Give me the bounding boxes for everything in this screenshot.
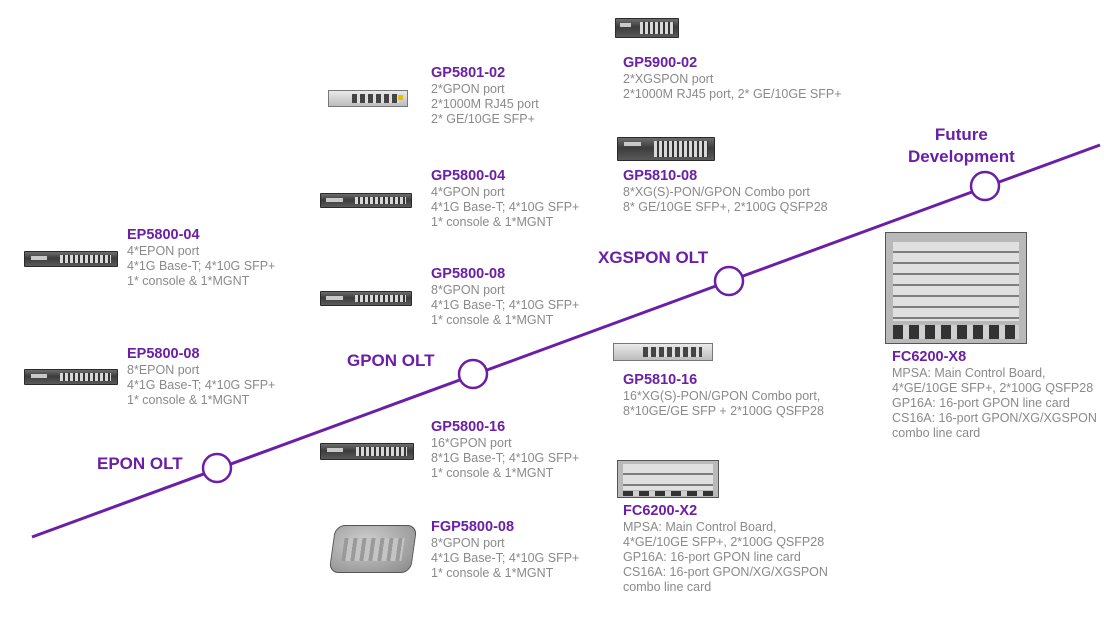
device-image-gp5801-02	[328, 90, 408, 107]
product-spec: 8* GE/10GE SFP+, 2*100G QSFP28	[623, 200, 828, 214]
product-spec: 8*XG(S)-PON/GPON Combo port	[623, 185, 810, 199]
product-spec: 1* console & 1*MGNT	[431, 313, 554, 327]
product-gp5810-08: GP5810-08 8*XG(S)-PON/GPON Combo port 8*…	[623, 168, 828, 215]
product-gp5800-04: GP5800-04 4*GPON port 4*1G Base-T; 4*10G…	[431, 168, 579, 230]
product-gp5900-02: GP5900-02 2*XGSPON port 2*1000M RJ45 por…	[623, 55, 842, 102]
product-spec: 16*XG(S)-PON/GPON Combo port,	[623, 389, 821, 403]
product-name: GP5800-04	[431, 168, 506, 184]
device-image-gp5810-08	[617, 137, 715, 161]
product-name: GP5800-08	[431, 266, 506, 282]
device-image-fc6200-x8	[885, 232, 1027, 344]
product-spec: 2*1000M RJ45 port	[431, 97, 539, 111]
milestone-epon	[201, 452, 233, 484]
stage-label-gpon: GPON OLT	[347, 351, 435, 370]
product-spec: 4*GE/10GE SFP+, 2*100G QSFP28	[892, 381, 1094, 395]
product-spec: 4*1G Base-T; 4*10G SFP+	[431, 200, 580, 214]
product-spec: 4*1G Base-T; 4*10G SFP+	[127, 259, 276, 273]
product-spec: 4*1G Base-T; 4*10G SFP+	[127, 378, 276, 392]
product-spec: 8*GPON port	[431, 283, 505, 297]
product-name: EP5800-04	[127, 227, 200, 243]
product-name: GP5801-02	[431, 65, 506, 81]
product-spec: 8*GPON port	[431, 536, 505, 550]
product-spec: 8*1G Base-T; 4*10G SFP+	[431, 451, 580, 465]
product-name: FC6200-X2	[623, 503, 698, 519]
device-image-gp5800-04	[320, 193, 412, 208]
product-spec: 1* console & 1*MGNT	[127, 393, 250, 407]
stage-label-xgspon: XGSPON OLT	[598, 248, 709, 267]
device-image-ep5800-04	[24, 251, 118, 267]
product-name: GP5810-16	[623, 372, 698, 388]
product-spec: 4*GPON port	[431, 185, 505, 199]
device-image-ep5800-08	[24, 369, 118, 385]
product-spec: 1* console & 1*MGNT	[431, 466, 554, 480]
product-spec: 16*GPON port	[431, 436, 512, 450]
product-fgp5800-08: FGP5800-08 8*GPON port 4*1G Base-T; 4*10…	[431, 519, 579, 581]
device-image-gp5800-16	[320, 443, 414, 460]
device-image-gp5810-16	[613, 343, 713, 361]
product-spec: 2*1000M RJ45 port, 2* GE/10GE SFP+	[623, 87, 842, 101]
product-spec: GP16A: 16-port GPON line card	[892, 396, 1070, 410]
product-spec: 4*GE/10GE SFP+, 2*100G QSFP28	[623, 535, 825, 549]
product-name: FC6200-X8	[892, 349, 967, 365]
stage-label-epon: EPON OLT	[97, 454, 183, 473]
product-spec: combo line card	[623, 580, 712, 594]
product-name: GP5800-16	[431, 419, 506, 435]
milestone-xgspon	[713, 265, 745, 297]
product-spec: CS16A: 16-port GPON/XG/XGSPON	[623, 565, 828, 579]
product-spec: CS16A: 16-port GPON/XG/XGSPON	[892, 411, 1097, 425]
product-gp5800-16: GP5800-16 16*GPON port 8*1G Base-T; 4*10…	[431, 419, 579, 481]
milestone-future	[969, 170, 1001, 202]
product-spec: 8*EPON port	[127, 363, 200, 377]
device-image-gp5800-08	[320, 291, 412, 306]
milestone-gpon	[457, 358, 489, 390]
device-image-fc6200-x2	[617, 460, 719, 498]
product-spec: MPSA: Main Control Board,	[623, 520, 777, 534]
device-image-fgp5800-08	[328, 525, 418, 573]
product-spec: 2* GE/10GE SFP+	[431, 112, 535, 126]
product-spec: combo line card	[892, 426, 981, 440]
product-name: GP5900-02	[623, 55, 698, 71]
product-spec: 4*1G Base-T; 4*10G SFP+	[431, 298, 580, 312]
product-spec: 4*EPON port	[127, 244, 200, 258]
product-spec: 1* console & 1*MGNT	[431, 215, 554, 229]
product-spec: 4*1G Base-T; 4*10G SFP+	[431, 551, 580, 565]
product-spec: 1* console & 1*MGNT	[431, 566, 554, 580]
product-spec: 8*10GE/GE SFP + 2*100G QSFP28	[623, 404, 824, 418]
product-spec: 2*XGSPON port	[623, 72, 714, 86]
product-spec: GP16A: 16-port GPON line card	[623, 550, 801, 564]
device-image-gp5900-02	[615, 18, 679, 38]
product-name: FGP5800-08	[431, 519, 515, 535]
product-spec: 2*GPON port	[431, 82, 505, 96]
product-gp5801-02: GP5801-02 2*GPON port 2*1000M RJ45 port …	[431, 65, 539, 127]
product-spec: 1* console & 1*MGNT	[127, 274, 250, 288]
product-fc6200-x2: FC6200-X2 MPSA: Main Control Board, 4*GE…	[623, 503, 828, 595]
product-gp5810-16: GP5810-16 16*XG(S)-PON/GPON Combo port, …	[623, 372, 824, 419]
product-fc6200-x8: FC6200-X8 MPSA: Main Control Board, 4*GE…	[892, 349, 1111, 441]
product-name: GP5810-08	[623, 168, 698, 184]
product-gp5800-08: GP5800-08 8*GPON port 4*1G Base-T; 4*10G…	[431, 266, 579, 328]
stage-label-future: Future Development	[908, 125, 1015, 166]
product-ep5800-04: EP5800-04 4*EPON port 4*1G Base-T; 4*10G…	[127, 227, 275, 289]
product-name: EP5800-08	[127, 346, 200, 362]
product-spec: MPSA: Main Control Board,	[892, 366, 1046, 380]
product-ep5800-08: EP5800-08 8*EPON port 4*1G Base-T; 4*10G…	[127, 346, 275, 408]
